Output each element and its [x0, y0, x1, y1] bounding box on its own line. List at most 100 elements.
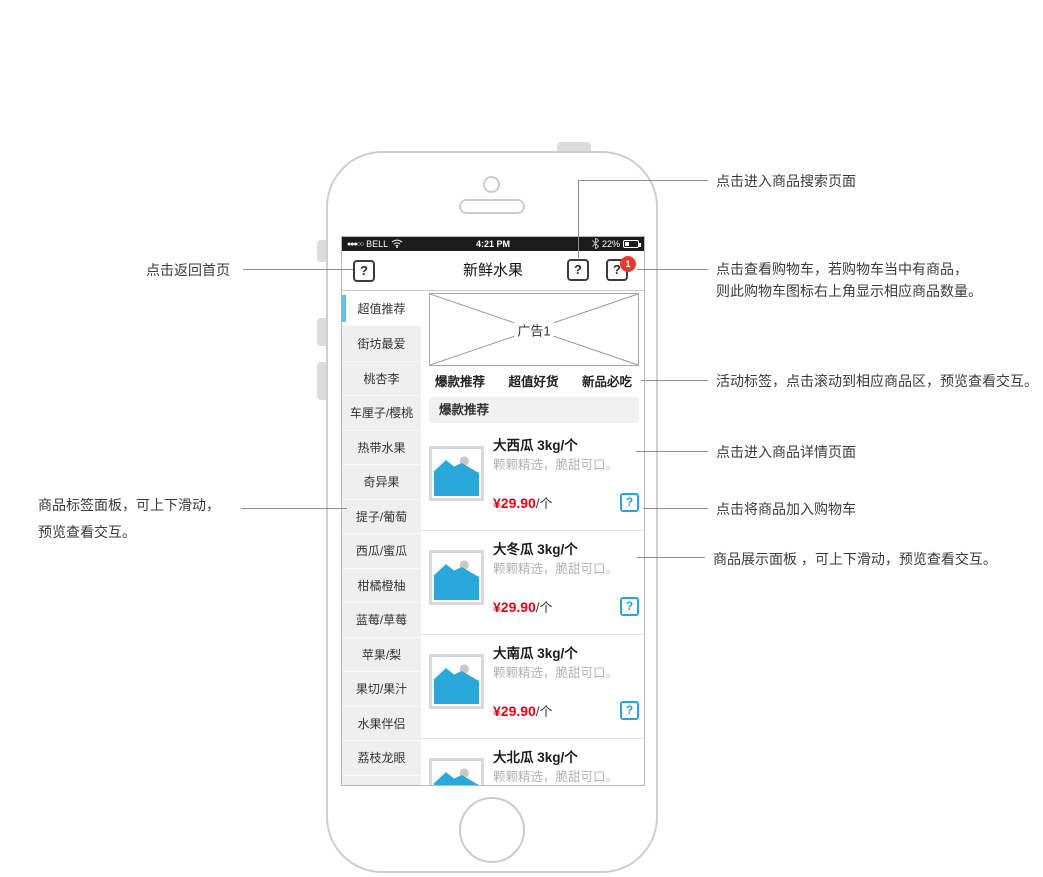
add-to-cart-button[interactable]: ? [620, 597, 639, 616]
product-card[interactable]: 大南瓜 3kg/个 颗颗精选，脆甜可口。 ¥29.90/个 ? [421, 635, 644, 739]
sidebar-item[interactable]: 柑橘橙柚 [342, 568, 421, 603]
product-image-placeholder [429, 550, 484, 605]
sidebar-item-super-value[interactable]: 超值推荐 [342, 291, 421, 327]
mute-switch [317, 240, 327, 262]
sidebar-item[interactable]: 街坊最爱 [342, 327, 421, 362]
annotation-cart-line1: 点击查看购物车，若购物车当中有商品， [716, 261, 968, 277]
tab-hot-picks[interactable]: 爆款推荐 [435, 375, 486, 389]
sidebar-item[interactable]: 西瓜/蜜瓜 [342, 534, 421, 569]
power-button [557, 142, 591, 152]
annotation-line-sidebar [241, 508, 347, 509]
sidebar-item[interactable]: 荔枝龙眼 [342, 741, 421, 776]
product-title: 大北瓜 3kg/个 [493, 750, 578, 765]
product-price: ¥29.90 [493, 703, 536, 719]
product-card[interactable]: 大北瓜 3kg/个 颗颗精选，脆甜可口。 [421, 739, 644, 785]
clock-label: 4:21 PM [475, 239, 510, 249]
product-unit: /个 [535, 496, 553, 511]
nav-bar: ? 新鲜水果 ? ? 1 [342, 251, 644, 291]
sidebar-item[interactable]: 苹果/梨 [342, 637, 421, 672]
add-to-cart-button[interactable]: ? [620, 493, 639, 512]
annotation-sidebar-line2: 预览查看交互。 [38, 524, 136, 540]
page-title: 新鲜水果 [462, 262, 523, 279]
product-unit: /个 [535, 600, 553, 615]
volume-down-button [317, 362, 327, 400]
product-desc: 颗颗精选，脆甜可口。 [493, 666, 619, 680]
product-image-placeholder [429, 654, 484, 709]
product-card[interactable]: 大西瓜 3kg/个 颗颗精选，脆甜可口。 ¥29.90/个 ? [421, 427, 644, 531]
section-header: 爆款推荐 [429, 397, 639, 423]
annotation-tabs: 活动标签，点击滚动到相应商品区，预览查看交互。 [716, 373, 1038, 389]
annotation-cart: 点击查看购物车，若购物车当中有商品， 则此购物车图标右上角显示相应商品数量。 [716, 258, 982, 302]
sidebar-item[interactable]: 水果伴侣 [342, 706, 421, 741]
add-to-cart-button[interactable]: ? [620, 701, 639, 720]
annotation-detail: 点击进入商品详情页面 [716, 444, 856, 460]
product-image-placeholder [429, 758, 484, 785]
sidebar-item[interactable]: 热带水果 [342, 430, 421, 465]
annotation-search: 点击进入商品搜索页面 [716, 173, 856, 189]
product-price-row: ¥29.90/个 [493, 493, 552, 512]
sidebar-item[interactable]: 果切/果汁 [342, 672, 421, 707]
product-panel: 广告1 爆款推荐 超值好货 新品必吃 爆款推荐 大西瓜 3kg/个 颗颗精选，脆… [421, 291, 644, 785]
volume-up-button [317, 318, 327, 346]
annotation-cart-line2: 则此购物车图标右上角显示相应商品数量。 [716, 283, 982, 299]
annotation-line-panel [637, 557, 705, 558]
image-placeholder-icon [434, 451, 479, 496]
ad-banner[interactable]: 广告1 [429, 293, 639, 366]
product-title: 大西瓜 3kg/个 [493, 438, 578, 453]
product-desc: 颗颗精选，脆甜可口。 [493, 562, 619, 576]
product-price-row: ¥29.90/个 [493, 597, 552, 616]
carrier-label: BELL [366, 239, 389, 249]
tab-best-value[interactable]: 超值好货 [508, 375, 559, 389]
annotation-sidebar: 商品标签面板，可上下滑动， 预览查看交互。 [38, 492, 220, 546]
annotation-line-back [243, 269, 353, 270]
product-card[interactable]: 大冬瓜 3kg/个 颗颗精选，脆甜可口。 ¥29.90/个 ? [421, 531, 644, 635]
sidebar-item[interactable]: 车厘子/樱桃 [342, 396, 421, 431]
annotation-panel: 商品展示面板 ，可上下滑动，预览查看交互。 [713, 551, 997, 567]
category-sidebar: 超值推荐 街坊最爱 桃杏李 车厘子/樱桃 热带水果 奇异果 提子/葡萄 西瓜/蜜… [342, 291, 421, 785]
wifi-icon [391, 239, 403, 250]
back-button[interactable]: ? [353, 260, 375, 282]
active-indicator [342, 295, 346, 322]
sidebar-item[interactable]: 奇异果 [342, 465, 421, 500]
status-bar: ●●●○○ BELL 4:21 PM 22% [342, 237, 644, 251]
annotation-line-cart [637, 269, 708, 270]
home-button [459, 797, 525, 863]
product-title: 大南瓜 3kg/个 [493, 646, 578, 661]
product-desc: 颗颗精选，脆甜可口。 [493, 458, 619, 472]
annotation-back: 点击返回首页 [146, 262, 230, 278]
tab-new-arrivals[interactable]: 新品必吃 [581, 375, 632, 389]
bluetooth-icon [592, 237, 600, 251]
image-placeholder-icon [434, 763, 479, 785]
sidebar-item[interactable]: 提子/葡萄 [342, 499, 421, 534]
sidebar-item-label: 超值推荐 [357, 302, 406, 316]
annotation-line-search-h [578, 180, 708, 181]
sidebar-item[interactable]: 蓝莓/草莓 [342, 603, 421, 638]
annotation-add-cart: 点击将商品加入购物车 [716, 501, 856, 517]
product-price-row: ¥29.90/个 [493, 701, 552, 720]
product-image-placeholder [429, 446, 484, 501]
activity-tabs: 爆款推荐 超值好货 新品必吃 [421, 366, 644, 395]
product-title: 大冬瓜 3kg/个 [493, 542, 578, 557]
annotation-line-tabs [641, 380, 708, 381]
product-price: ¥29.90 [493, 495, 536, 511]
image-placeholder-icon [434, 659, 479, 704]
ad-label: 广告1 [514, 320, 554, 339]
product-unit: /个 [535, 704, 553, 719]
annotation-line-detail [636, 451, 708, 452]
image-placeholder-icon [434, 555, 479, 600]
earpiece-speaker [459, 199, 525, 214]
search-button[interactable]: ? [567, 259, 589, 281]
annotation-line-add-cart [643, 508, 708, 509]
battery-percent-label: 22% [601, 239, 620, 249]
battery-icon [623, 240, 641, 248]
front-camera [483, 176, 500, 193]
product-list: 大西瓜 3kg/个 颗颗精选，脆甜可口。 ¥29.90/个 ? 大冬瓜 3kg/… [421, 427, 644, 785]
product-price: ¥29.90 [493, 599, 536, 615]
annotation-line-search-v [578, 180, 579, 258]
signal-strength-icon: ●●●○○ [347, 240, 364, 248]
product-desc: 颗颗精选，脆甜可口。 [493, 770, 619, 784]
cart-badge: 1 [620, 256, 636, 272]
annotation-sidebar-line1: 商品标签面板，可上下滑动， [38, 497, 220, 513]
sidebar-item[interactable]: 桃杏李 [342, 361, 421, 396]
